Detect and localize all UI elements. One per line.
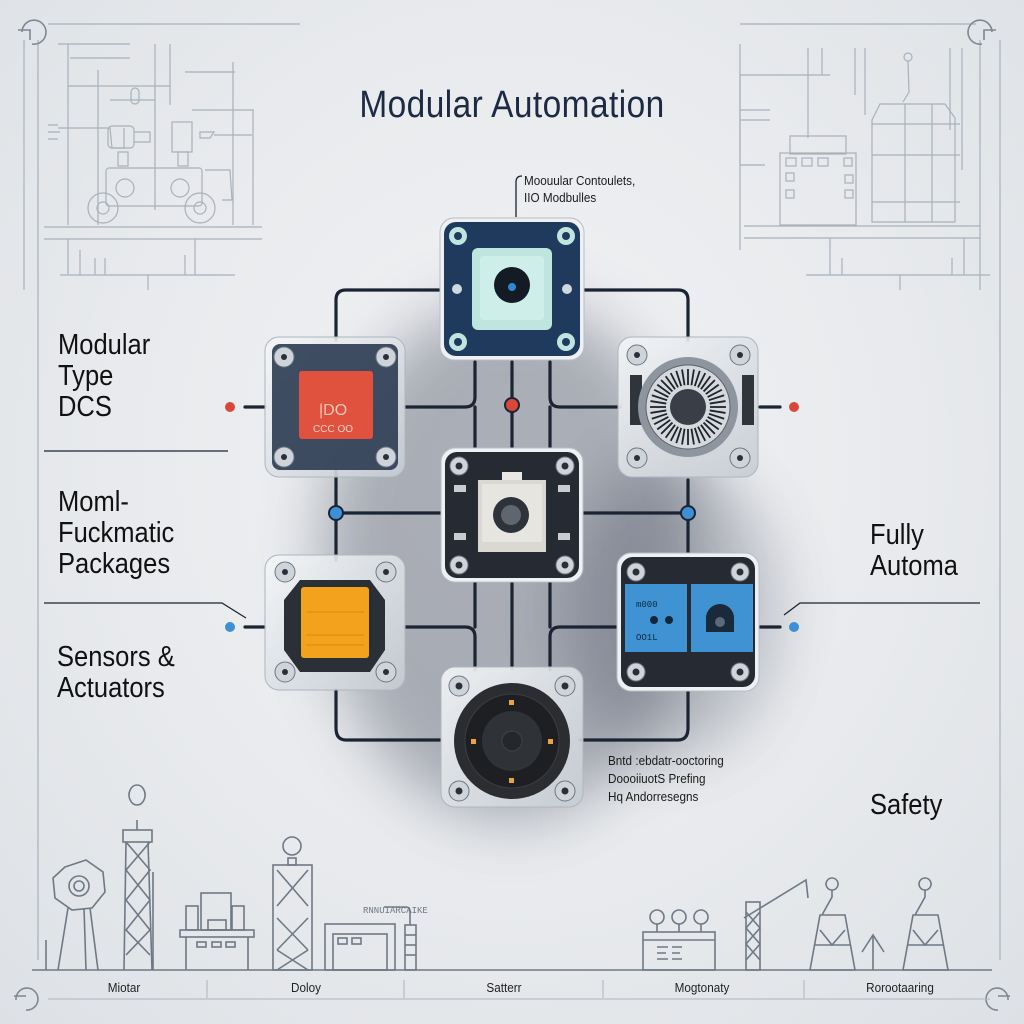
io-blue-label: m000 (636, 600, 658, 610)
callout-features-line-3: Hq Andorresegns (608, 789, 699, 804)
label-line: Fully (870, 519, 924, 551)
module-controller[interactable] (439, 217, 585, 361)
robot-cart-drawing (44, 43, 262, 290)
fan-slot (693, 370, 701, 387)
footer-item: Mogtonaty (674, 980, 730, 995)
fan-slot (653, 416, 669, 426)
module-io-yellow[interactable] (264, 554, 406, 691)
label-line: DCS (58, 391, 112, 423)
corner-logo-icons (14, 19, 1010, 1011)
callout-controllers-line-1: Moouular Contoulets, (524, 173, 636, 188)
blue-node-right (680, 505, 696, 521)
label-line: Fuckmatic (58, 517, 175, 549)
substation-sign: RNNUIARCAIKE (363, 906, 428, 916)
callout-controllers: Moouular Contoulets, IIO Modbulles (524, 172, 635, 206)
fan-slot (651, 412, 668, 420)
label-line: Automa (870, 550, 958, 582)
fan-slot (690, 428, 695, 445)
blue-node-far-right (789, 622, 799, 632)
red-node-center (504, 397, 520, 413)
label-sensors-actuators: Sensors & Actuators (57, 642, 175, 704)
label-line: Safety (870, 789, 943, 821)
fan-slot (664, 424, 676, 439)
fan-slot (707, 388, 723, 398)
blue-node-left (328, 505, 344, 521)
footer-item: Satterr (486, 980, 522, 995)
footer-item: Doloy (291, 980, 321, 995)
module-fan[interactable] (617, 336, 759, 478)
fan-slot (650, 400, 667, 405)
fan-slot (651, 394, 668, 402)
red-node-right (789, 402, 799, 412)
fan-slot (693, 427, 701, 444)
io-red-sublabel: CCC OO (313, 424, 353, 435)
fan-slot (700, 424, 712, 439)
fan-slot (702, 421, 716, 435)
module-encoder[interactable] (440, 666, 584, 808)
fan-slot (709, 409, 726, 414)
fan-slot (700, 375, 712, 390)
fan-slot (664, 375, 676, 390)
label-line: Modular (58, 329, 151, 361)
label-packages: Moml- Fuckmatic Packages (58, 487, 174, 580)
callout-features-line-1: Bntd :ebdatr-ooctoring (608, 753, 724, 768)
label-fully-automated: Fully Automa (870, 520, 958, 582)
fan-slot (660, 421, 674, 435)
fan-slot (675, 427, 683, 444)
label-line: Sensors & (57, 641, 175, 673)
industrial-skyline (32, 784, 992, 1000)
fan-slot (681, 428, 686, 445)
red-node-left (225, 402, 235, 412)
fan-slot (705, 419, 720, 431)
fan-slot (669, 426, 679, 442)
io-blue-sublabel: OO1L (636, 633, 658, 643)
fan-slot (705, 383, 720, 395)
fan-slot (697, 372, 707, 388)
fan-slot (707, 416, 723, 426)
callout-features-line-2: DoooiiuotS Prefing (608, 771, 706, 786)
label-line: Actuators (57, 672, 165, 704)
fan-slot (656, 419, 671, 431)
fan-slot (669, 372, 679, 388)
fan-slot (702, 379, 716, 393)
page-title: Modular Automation (359, 84, 665, 126)
label-modular-type-dcs: Modular Type DCS (58, 330, 150, 423)
fan-slot (656, 383, 671, 395)
callout-controllers-line-2: IIO Modbulles (524, 190, 597, 205)
fan-slot (708, 412, 725, 420)
module-io-blue[interactable]: m000 OO1L (616, 552, 760, 692)
footer-item: Rorootaaring (866, 980, 934, 995)
footer-item: Miotar (107, 980, 141, 995)
fan-slot (675, 370, 683, 387)
fan-slot (681, 369, 686, 386)
fan-slot (697, 426, 707, 442)
fan-slot (709, 400, 726, 405)
fan-slot (660, 379, 674, 393)
io-red-label: |DO (319, 402, 347, 419)
cabinet-drawing (739, 44, 990, 290)
fan-slot (708, 394, 725, 402)
callout-features: Bntd :ebdatr-ooctoring DoooiiuotS Prefin… (608, 752, 724, 806)
module-camera[interactable] (440, 447, 584, 583)
label-line: Packages (58, 548, 171, 580)
label-safety: Safety (870, 790, 942, 821)
fan-slot (650, 409, 667, 414)
label-line: Moml- (58, 486, 129, 518)
blue-node-far-left (225, 622, 235, 632)
module-io-red[interactable]: |DO CCC OO (264, 336, 406, 478)
label-line: Type (58, 360, 114, 392)
fan-slot (653, 388, 669, 398)
fan-slot (690, 369, 695, 386)
